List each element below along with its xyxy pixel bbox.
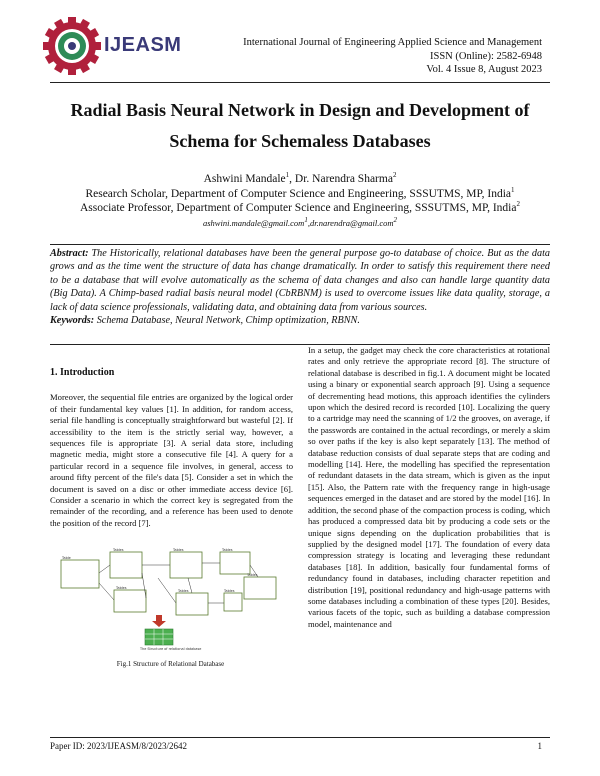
journal-volume: Vol. 4 Issue 8, August 2023 bbox=[426, 64, 542, 75]
author-emails: ashwini.mandale@gmail.com1,dr.narendra@g… bbox=[203, 215, 397, 228]
figure-table-box bbox=[109, 551, 143, 579]
figure-caption: Fig.1 Structure of Relational Database bbox=[116, 660, 225, 668]
journal-issn: ISSN (Online): 2582-6948 bbox=[430, 50, 542, 62]
figure-table-label: Tables bbox=[221, 548, 233, 552]
author-1-sup: 1 bbox=[285, 171, 290, 180]
keywords: Keywords: Schema Database, Neural Networ… bbox=[50, 314, 550, 327]
figure-table-label: Table bbox=[61, 556, 71, 560]
figure-table-label: Tables bbox=[223, 589, 235, 593]
figure-table-label: Tables bbox=[115, 586, 127, 590]
figure-result-table-icon bbox=[144, 628, 174, 646]
affiliation-2: Associate Professor, Department of Compu… bbox=[80, 200, 520, 214]
keywords-text: Schema Database, Neural Network, Chimp o… bbox=[96, 315, 360, 327]
figure-table-label: Tables bbox=[246, 573, 258, 577]
figure-arrow-icon bbox=[152, 615, 166, 627]
figure-connectors bbox=[98, 562, 259, 604]
figure-table-label: Tables bbox=[112, 548, 124, 552]
journal-logo-text: IJEASM bbox=[104, 34, 182, 56]
figure-table-box bbox=[169, 551, 203, 579]
relational-database-figure: Table Tables Tables Tables Tables Tables… bbox=[60, 548, 277, 651]
intro-paragraph: Moreover, the sequential file entries ar… bbox=[50, 392, 293, 528]
author-2: Dr. Narendra Sharma bbox=[294, 173, 393, 185]
author-2-sup: 2 bbox=[392, 171, 397, 180]
figure-table-box bbox=[60, 559, 100, 589]
keywords-label: Keywords: bbox=[50, 315, 95, 327]
right-paragraph: In a setup, the gadget may check the cor… bbox=[308, 345, 550, 629]
abstract-block: Abstract: The Historically, relational d… bbox=[50, 247, 550, 327]
title-line-2: Schema for Schemaless Databases bbox=[169, 131, 431, 151]
abstract: Abstract: The Historically, relational d… bbox=[50, 247, 550, 314]
figure-table-box bbox=[113, 589, 147, 613]
figure-result-label: The Structure of relational database bbox=[139, 647, 201, 651]
header-divider bbox=[50, 82, 550, 83]
abstract-text: The Historically, relational databases h… bbox=[50, 248, 551, 313]
footer-paper-id: Paper ID: 2023/IJEASM/8/2023/2642 bbox=[50, 741, 187, 751]
journal-info: International Journal of Engineering App… bbox=[243, 36, 542, 77]
figure-table-box bbox=[223, 592, 243, 612]
author-block: Ashwini Mandale1, Dr. Narendra Sharma2 R… bbox=[50, 172, 550, 230]
journal-name: International Journal of Engineering App… bbox=[243, 37, 542, 48]
section-heading-introduction: 1. Introduction bbox=[50, 367, 115, 378]
author-1: Ashwini Mandale bbox=[203, 173, 286, 185]
email-1[interactable]: ashwini.mandale@gmail.com bbox=[203, 217, 305, 228]
author-names: Ashwini Mandale1, Dr. Narendra Sharma2 bbox=[203, 171, 397, 185]
figure-table-label: Tables bbox=[172, 548, 184, 552]
title-line-1: Radial Basis Neural Network in Design an… bbox=[70, 100, 530, 120]
footer-page-number: 1 bbox=[537, 741, 543, 751]
right-column: In a setup, the gadget may check the cor… bbox=[308, 345, 550, 630]
abstract-top-divider bbox=[50, 244, 550, 245]
figure-table-box bbox=[175, 592, 209, 616]
abstract-label: Abstract: bbox=[50, 248, 89, 259]
figure-table-label: Tables bbox=[177, 589, 189, 593]
figure-table-box bbox=[243, 576, 277, 600]
affiliation-1: Research Scholar, Department of Computer… bbox=[85, 185, 515, 200]
abstract-bottom-divider bbox=[50, 344, 550, 345]
email-2[interactable]: dr.narendra@gmail.com bbox=[309, 217, 394, 228]
journal-logo-gear-icon bbox=[43, 17, 101, 75]
footer-divider bbox=[50, 737, 550, 738]
paper-title: Radial Basis Neural Network in Design an… bbox=[50, 95, 550, 157]
left-column: 1. Introduction Moreover, the sequential… bbox=[50, 345, 293, 529]
figure-table-box bbox=[219, 551, 251, 575]
